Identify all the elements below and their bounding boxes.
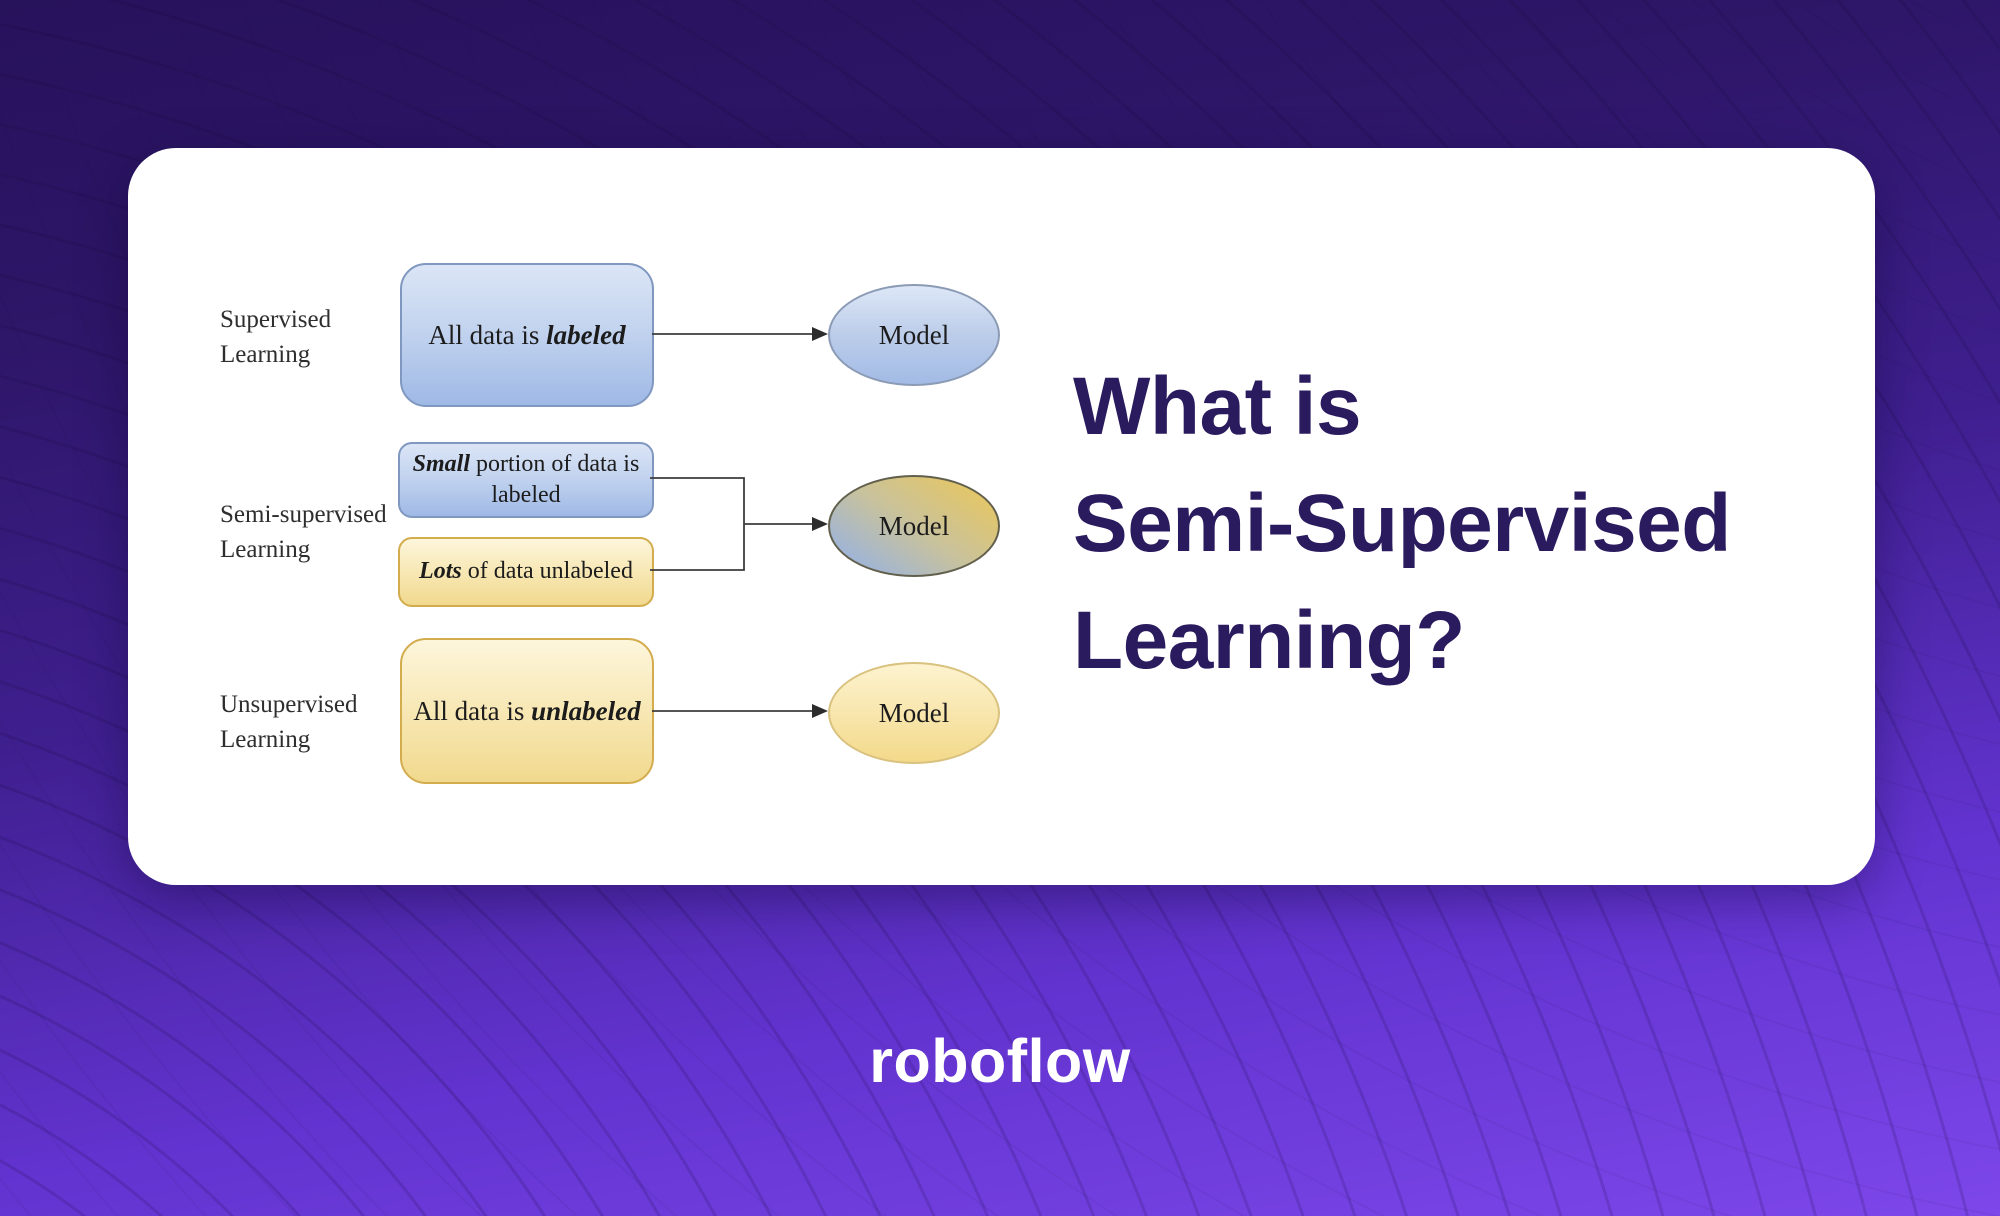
model-label: Model	[878, 510, 950, 541]
model-label: Model	[878, 697, 950, 728]
box-text-normal: All data is	[428, 319, 547, 350]
box-text-normal: of data unlabeled	[461, 558, 633, 585]
supervised-learning-label: Supervised Learning	[220, 306, 332, 368]
box-text: Small portion of data is labeled	[413, 449, 640, 511]
all-data-labeled-box: All data is labeled	[400, 263, 654, 407]
box-text-normal: portion of data is	[470, 450, 640, 477]
box-text-normal: All data is	[413, 695, 532, 726]
small-portion-labeled-box: Small portion of data is labeled	[398, 442, 654, 518]
lots-data-unlabeled-box: Lots of data unlabeled	[398, 537, 654, 607]
box-text: All data is unlabeled	[413, 696, 640, 727]
semi-supervised-learning-label: Semi-supervised Learning	[220, 501, 387, 563]
box-text-emphasis: Small	[412, 450, 471, 477]
roboflow-logo: roboflow	[869, 1027, 1131, 1095]
page-title: What is Semi-Supervised Learning?	[1073, 361, 1731, 686]
box-text: All data is labeled	[428, 320, 625, 351]
box-text-emphasis: Lots	[419, 558, 462, 585]
model-ellipse-supervised: Model	[828, 284, 1000, 386]
model-ellipse-semi-supervised: Model	[828, 475, 1000, 577]
model-ellipse-unsupervised: Model	[828, 662, 1000, 764]
unsupervised-learning-label: Unsupervised Learning	[220, 691, 358, 753]
box-text-emphasis: labeled	[546, 319, 626, 350]
box-text-emphasis: unlabeled	[531, 695, 641, 726]
all-data-unlabeled-box: All data is unlabeled	[400, 638, 654, 784]
box-text-line2: labeled	[491, 482, 561, 508]
model-label: Model	[878, 319, 950, 350]
box-text: Lots of data unlabeled	[419, 556, 633, 587]
